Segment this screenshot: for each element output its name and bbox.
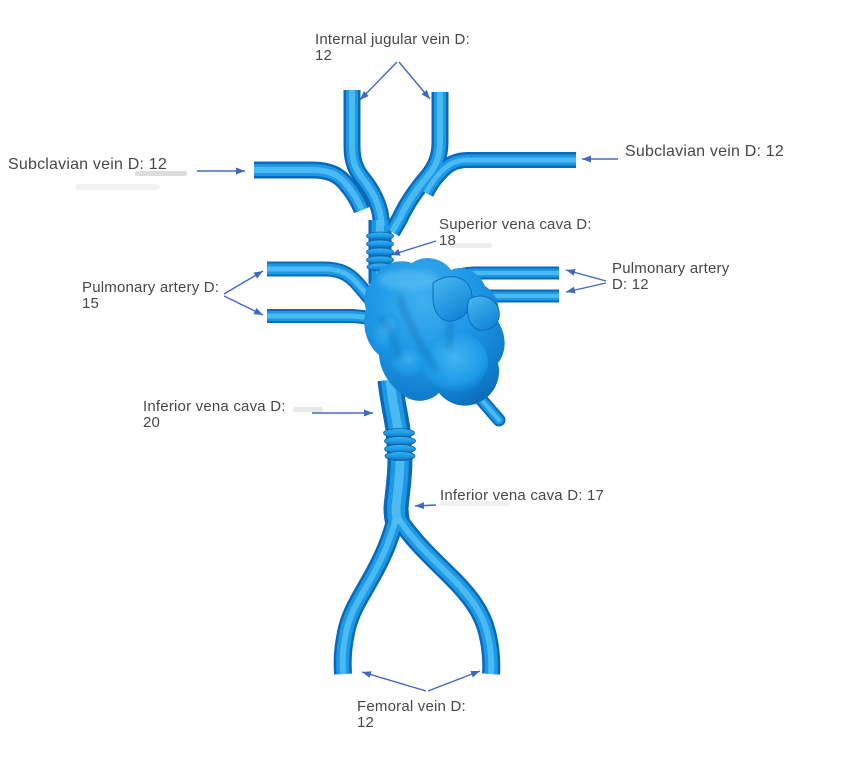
arrow-jugular-left (359, 61, 398, 101)
ivc-graduation-rings (383, 428, 416, 461)
label-inferior-vena-cava-lower: Inferior vena cava D: 17 (440, 488, 604, 504)
arrow-femoral-right (427, 670, 481, 692)
label-internal-jugular-value: 12 (315, 47, 333, 64)
render-artifacts (75, 171, 510, 506)
annotation-arrows (197, 61, 618, 692)
label-subclavian-left: Subclavian vein D: 12 (8, 156, 167, 173)
label-femoral-name: Femoral vein D: (357, 698, 466, 715)
arrow-pa-right-upper (565, 269, 607, 282)
label-svc-name: Superior vena cava D: (439, 216, 592, 233)
label-inferior-vena-cava-upper: Inferior vena cava D: 20 (143, 399, 286, 431)
label-subclavian-right: Subclavian vein D: 12 (625, 143, 784, 160)
arrow-ivc-lower (414, 502, 437, 510)
label-pulmonary-artery-left: Pulmonary artery D: 15 (82, 280, 219, 312)
arrow-svc (390, 240, 437, 256)
label-femoral-value: 12 (357, 714, 375, 731)
heart-model (364, 258, 505, 406)
label-femoral-vein: Femoral vein D: 12 (357, 699, 466, 731)
label-pa-right-name: Pulmonary artery (612, 260, 730, 277)
heart-top-highlight (378, 270, 438, 290)
heart-auricle-flap-large (432, 276, 473, 322)
label-pa-left-name: Pulmonary artery D: (82, 279, 220, 296)
heart-auricle-flap-small (466, 295, 500, 331)
arrow-pa-left-upper (223, 270, 264, 295)
label-superior-vena-cava: Superior vena cava D: 18 (439, 217, 592, 249)
arrow-jugular-right (398, 61, 431, 100)
label-pa-right-value: D: 12 (612, 276, 649, 293)
heart-ventricle-bulge (422, 332, 488, 392)
label-pa-left-value: 15 (82, 295, 100, 312)
label-ivc-upper-value: 20 (143, 414, 161, 431)
label-ivc-lower-text: Inferior vena cava D: 17 (440, 487, 605, 504)
arrow-femoral-left (361, 671, 427, 692)
label-internal-jugular-name: Internal jugular vein D: (315, 31, 470, 48)
label-pulmonary-artery-right: Pulmonary artery D: 12 (612, 261, 729, 293)
label-subclavian-right-text: Subclavian vein D: 12 (625, 143, 784, 160)
label-internal-jugular: Internal jugular vein D: 12 (315, 32, 470, 64)
label-ivc-upper-name: Inferior vena cava D: (143, 398, 286, 415)
arrow-pa-left-lower (223, 295, 264, 316)
label-svc-value: 18 (439, 232, 457, 249)
arrow-pa-right-lower (565, 282, 607, 294)
label-subclavian-left-text: Subclavian vein D: 12 (8, 156, 167, 173)
